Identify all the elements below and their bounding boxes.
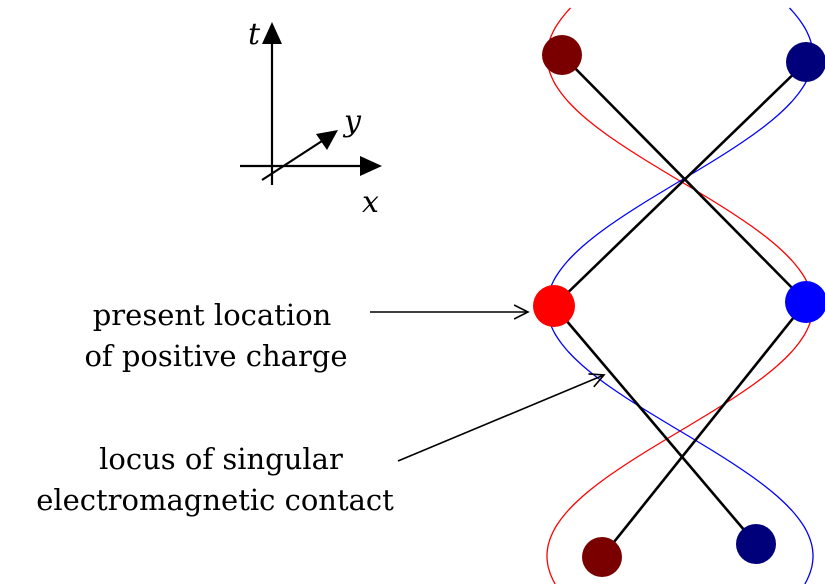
present-location-label-line1: present location	[93, 298, 332, 332]
positive-charge-future	[582, 537, 622, 577]
x-axis-arrowhead	[360, 156, 382, 176]
annotations: present location of positive charge locu…	[36, 298, 604, 517]
present-location-label-line2: of positive charge	[84, 339, 347, 373]
negative-charge-past	[786, 42, 825, 82]
positive-charge-past	[542, 35, 582, 75]
locus-arrow	[397, 375, 604, 462]
coordinate-axes: t x y	[240, 17, 382, 220]
y-axis-arrowhead	[316, 130, 338, 150]
contact-lines	[553, 54, 808, 558]
negative-charge-future	[736, 524, 776, 564]
locus-label-line2: electromagnetic contact	[36, 483, 394, 517]
positive-charge-present	[533, 285, 575, 327]
contact-line-top-right-to-mid-left	[553, 61, 807, 307]
y-axis-label: y	[342, 104, 362, 139]
contact-line-mid-left-to-bottom-right	[553, 305, 757, 545]
negative-charge-present	[785, 281, 825, 323]
t-axis-label: t	[248, 17, 261, 52]
locus-label-line1: locus of singular	[99, 442, 343, 476]
x-axis-label: x	[362, 185, 379, 220]
t-axis-arrowhead	[262, 22, 282, 44]
charges	[533, 35, 825, 577]
contact-line-mid-right-to-bottom-left	[600, 301, 808, 558]
y-axis-line	[261, 140, 323, 181]
